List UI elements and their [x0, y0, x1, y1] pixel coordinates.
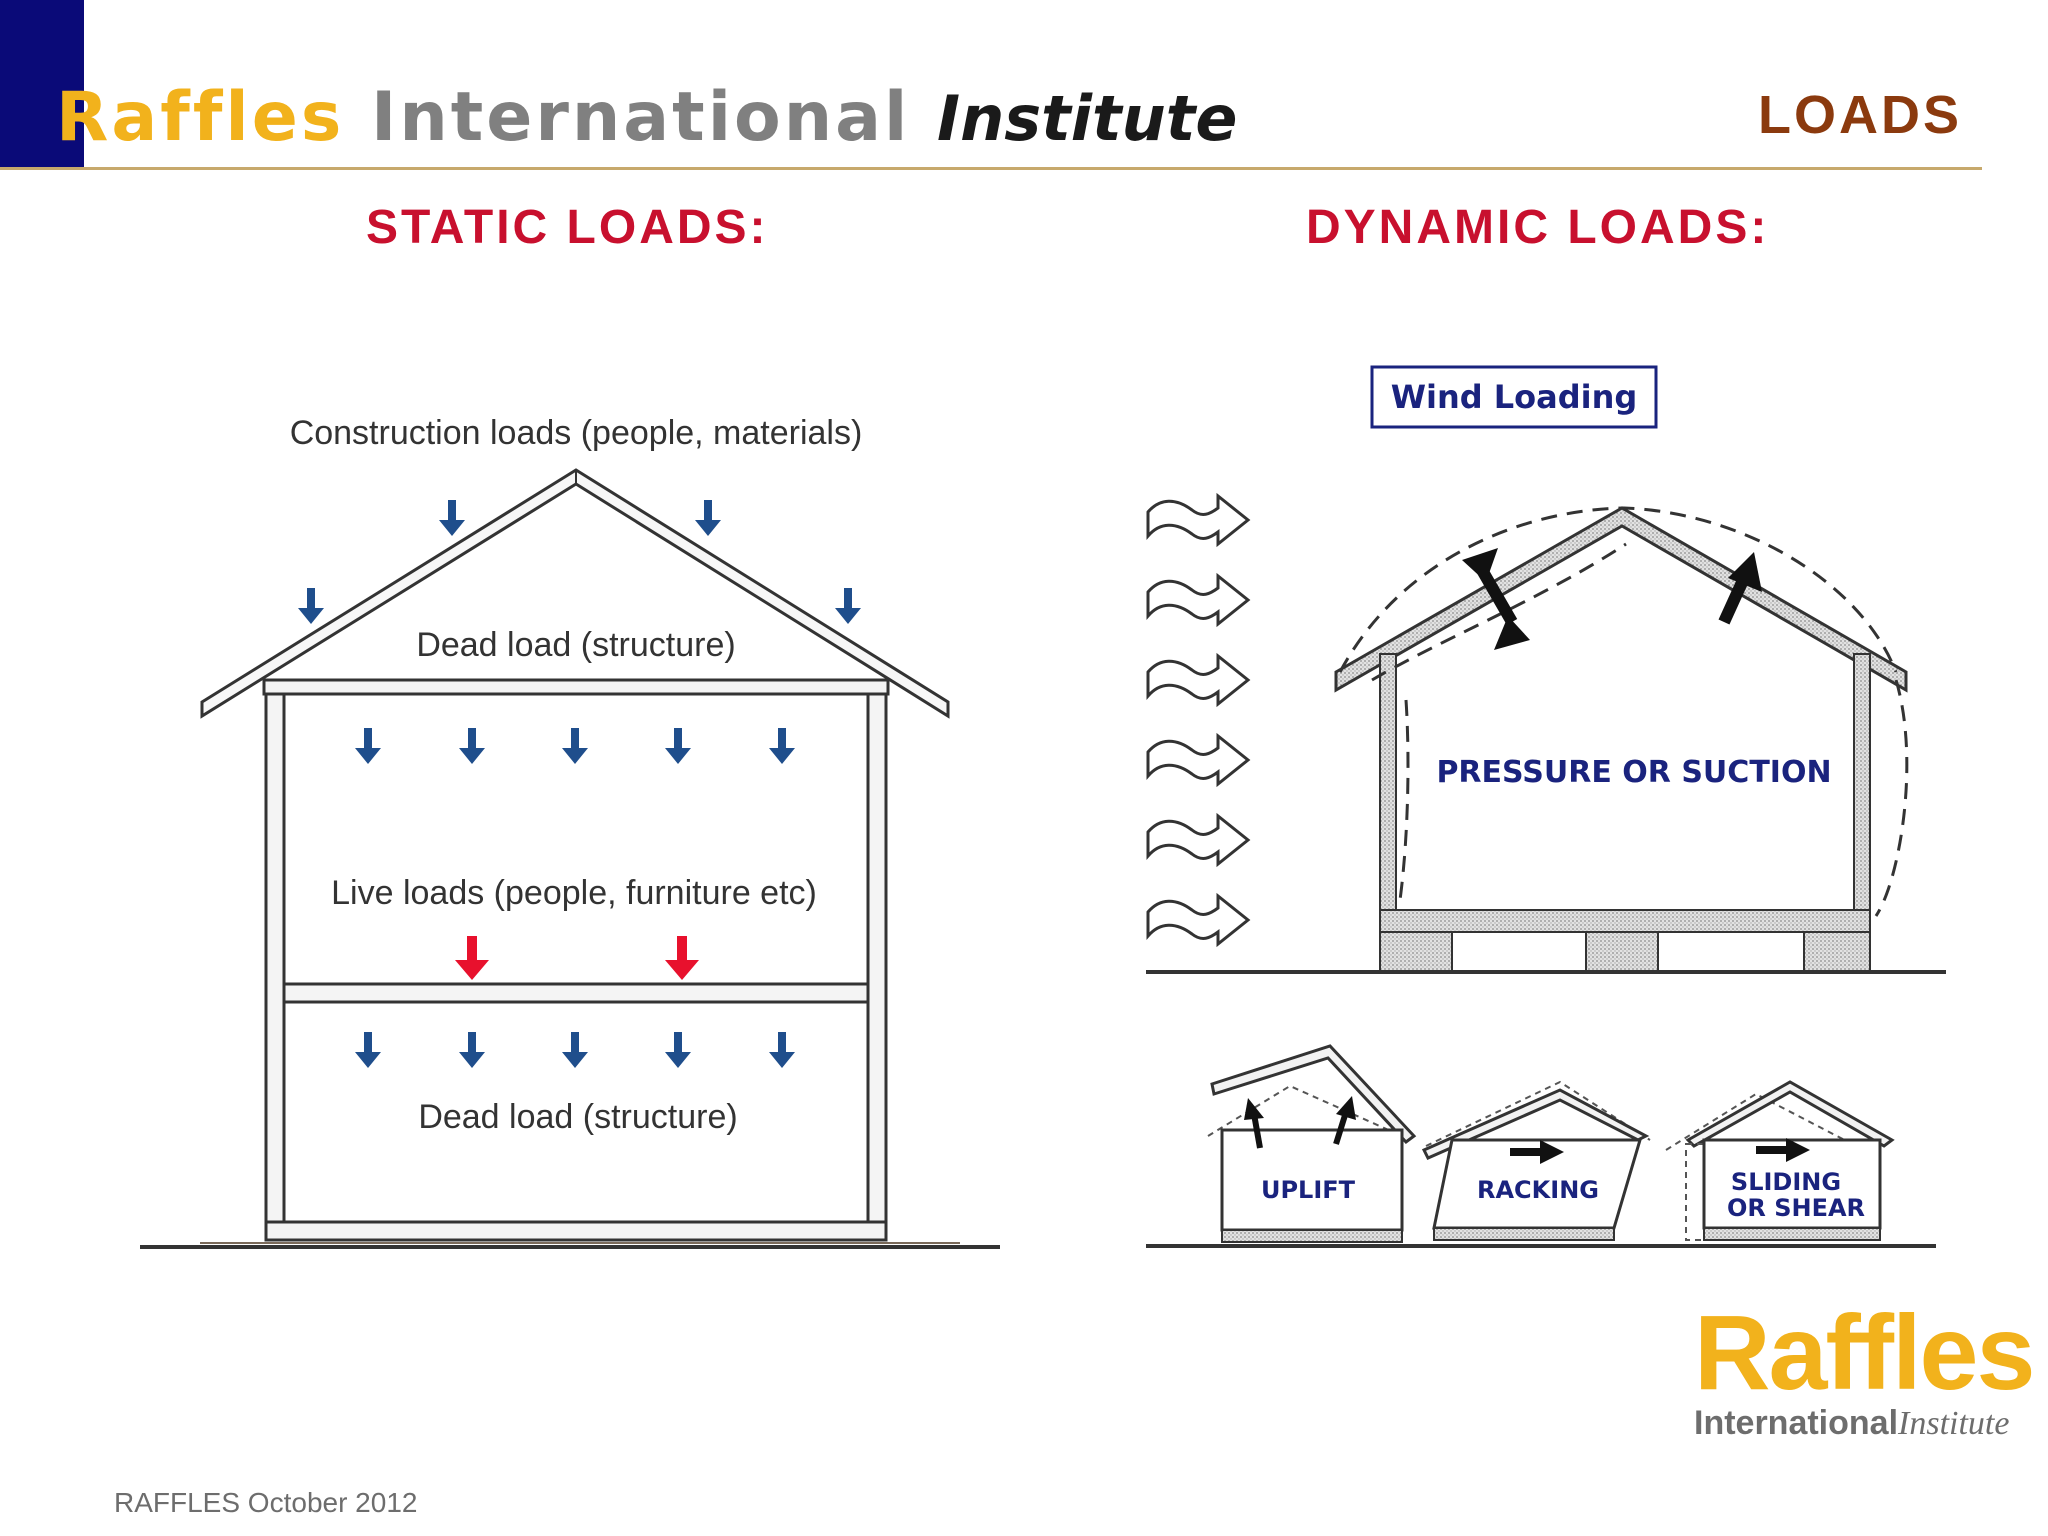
dead-load-arrow [459, 1032, 485, 1068]
static-house [140, 468, 1000, 1249]
sliding-label: SLIDING [1731, 1168, 1841, 1196]
corner-block [0, 0, 84, 170]
racking-label: RACKING [1477, 1176, 1599, 1204]
dead-load-floor-label: Dead load (structure) [418, 1098, 737, 1136]
wind-loading-box [1370, 365, 1658, 429]
live-load-arrow [665, 936, 699, 980]
logo-wordmark: Raffles [1694, 1294, 2035, 1412]
dead-load-arrow [665, 728, 691, 764]
sliding-house [1665, 1080, 1895, 1241]
dead-load-arrow [665, 1032, 691, 1068]
logo-subtitle: InternationalInstitute [1694, 1404, 2034, 1443]
brand-title: Raffles International Institute [56, 78, 1237, 157]
live-load-arrow [455, 936, 489, 980]
brand-raffles: Raffles [56, 78, 345, 157]
uplift-house [1207, 1044, 1417, 1243]
racking-house [1421, 1080, 1651, 1241]
section-title: LOADS [1758, 85, 1962, 145]
construction-arrow [298, 588, 324, 624]
construction-loads-label: Construction loads (people, materials) [290, 414, 863, 452]
dead-load-arrow [355, 1032, 381, 1068]
brand-international: International [371, 78, 911, 157]
footer-text: RAFFLES October 2012 [114, 1487, 418, 1518]
dead-load-arrow [769, 1032, 795, 1068]
dead-load-arrow [459, 728, 485, 764]
dead-load-arrow [562, 1032, 588, 1068]
shear-label: OR SHEAR [1727, 1194, 1865, 1222]
construction-arrow [439, 500, 465, 536]
dynamic-loads-title: DYNAMIC LOADS: [1306, 201, 1770, 254]
wind-arrows [1146, 494, 1250, 946]
logo-institute: Institute [1898, 1405, 2010, 1442]
logo-international: International [1694, 1404, 1899, 1442]
construction-arrow [695, 500, 721, 536]
wind-house [1146, 506, 1946, 974]
brand-institute: Institute [937, 82, 1238, 155]
live-loads-label: Live loads (people, furniture etc) [331, 874, 817, 912]
wind-loading-label: Wind Loading [1391, 378, 1638, 416]
dead-load-arrow [562, 728, 588, 764]
uplift-label: UPLIFT [1261, 1176, 1356, 1204]
dead-load-roof-label: Dead load (structure) [416, 626, 735, 664]
raffles-logo: Raffles InternationalInstitute [1694, 1294, 2035, 1443]
pressure-suction-label: PRESSURE OR SUCTION [1436, 755, 1831, 790]
dead-load-arrow [769, 728, 795, 764]
construction-arrow [835, 588, 861, 624]
static-loads-title: STATIC LOADS: [366, 201, 769, 254]
header-rule [0, 167, 1982, 170]
dead-load-arrow [355, 728, 381, 764]
